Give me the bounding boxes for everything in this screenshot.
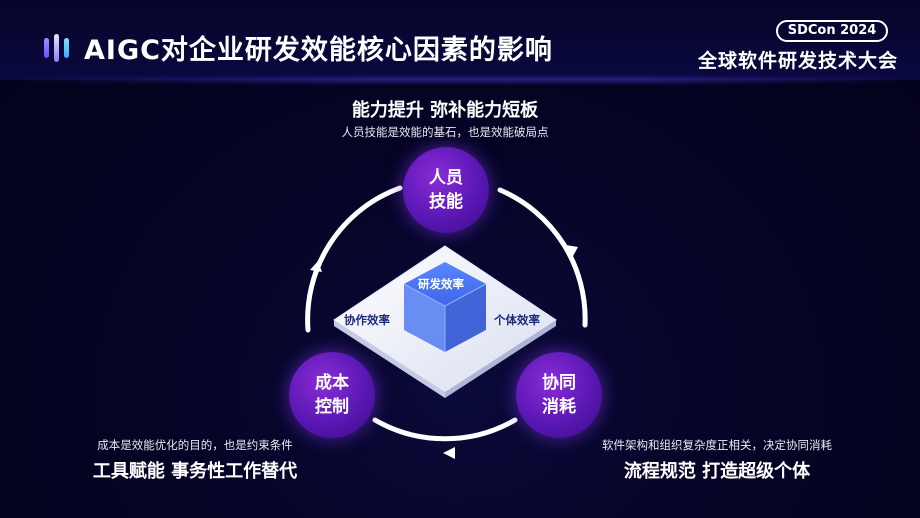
node-collaboration-cost: 协同 消耗 <box>516 352 602 438</box>
center-label-rd-efficiency: 研发效率 <box>418 277 464 291</box>
caption-top-detail: 人员技能是效能的基石，也是效能破局点 <box>341 125 549 139</box>
node-line1: 成本 <box>315 373 349 393</box>
ring-arc-left <box>305 185 403 333</box>
caption-top-headline: 能力提升 弥补能力短板 <box>351 100 539 121</box>
logo-bars-icon <box>44 34 74 62</box>
header-glow <box>0 78 920 82</box>
conference-badge: SDCon 2024 <box>776 20 888 42</box>
node-line1: 协同 <box>542 373 576 393</box>
node-personnel-skills: 人员 技能 <box>403 147 489 233</box>
node-line2: 控制 <box>315 397 349 417</box>
caption-right-headline: 流程规范 打造超级个体 <box>623 461 811 482</box>
caption-right-detail: 软件架构和组织复杂度正相关，决定协同消耗 <box>602 438 832 452</box>
arrow-bottom-icon <box>443 447 455 459</box>
node-cost-control: 成本 控制 <box>289 352 375 438</box>
page-title: AIGC对企业研发效能核心因素的影响 <box>84 35 553 66</box>
node-line2: 消耗 <box>542 397 576 417</box>
arrow-right-icon <box>566 245 578 258</box>
node-line2: 技能 <box>429 192 463 212</box>
node-line1: 人员 <box>429 168 463 188</box>
header-bar <box>0 0 920 80</box>
caption-left-headline: 工具赋能 事务性工作替代 <box>92 461 298 482</box>
arrow-left-icon <box>310 261 322 272</box>
center-label-individual-efficiency: 个体效率 <box>494 313 540 327</box>
caption-left-detail: 成本是效能优化的目的，也是约束条件 <box>97 438 293 452</box>
ring-arc-bottom <box>372 417 518 442</box>
ring-arc-right <box>497 187 588 328</box>
center-label-collaboration-efficiency: 协作效率 <box>344 313 390 327</box>
conference-name: 全球软件研发技术大会 <box>697 50 898 72</box>
